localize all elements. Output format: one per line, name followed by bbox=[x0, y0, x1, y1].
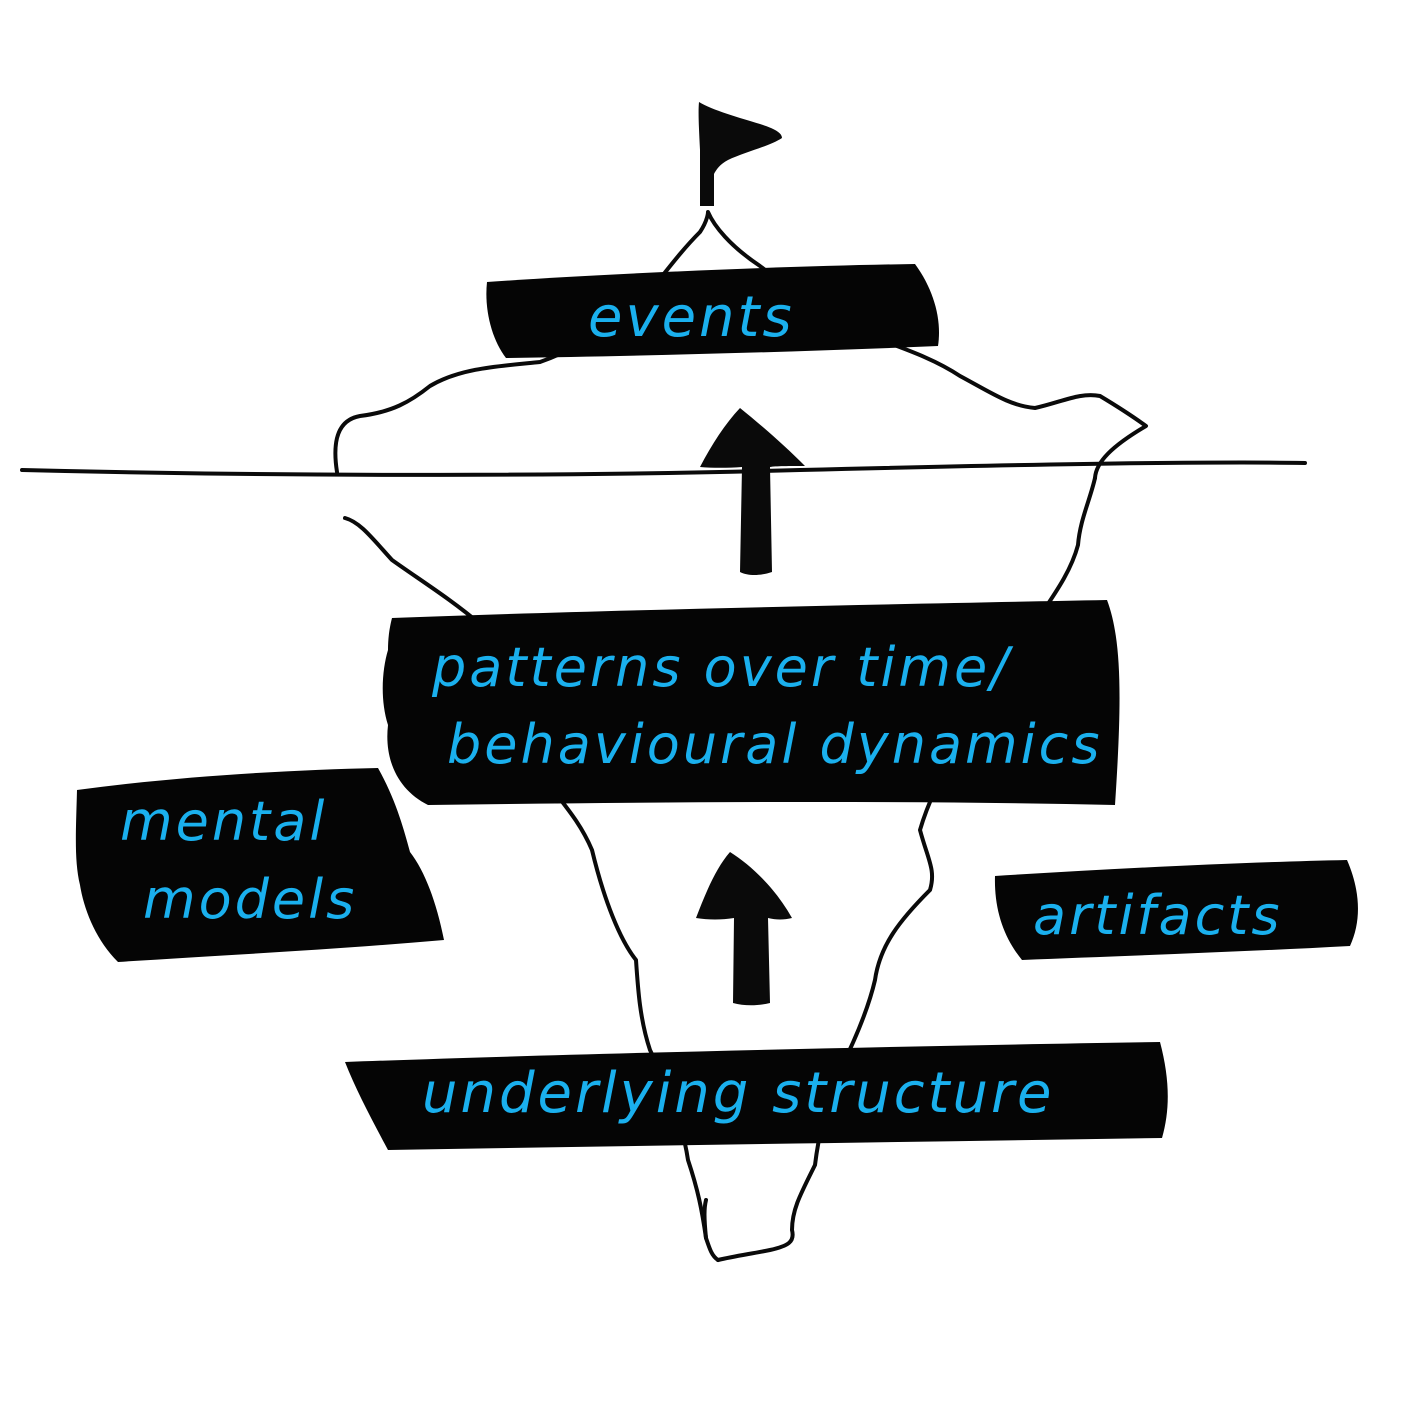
arrow-up-icon bbox=[700, 408, 805, 575]
structure-label-box bbox=[345, 1042, 1168, 1150]
flag-icon bbox=[698, 102, 782, 206]
mental-models-label-line1: mental bbox=[120, 790, 327, 853]
iceberg-bottom-notch bbox=[702, 1198, 708, 1240]
mental-models-label-line2: models bbox=[143, 868, 357, 931]
events-label-box bbox=[486, 264, 940, 358]
patterns-label-line1: patterns over time/ bbox=[431, 636, 1014, 699]
iceberg-tip-outline bbox=[333, 210, 1148, 480]
iceberg-underwater-left bbox=[343, 516, 720, 1262]
patterns-label-line2: behavioural dynamics bbox=[447, 713, 1102, 776]
patterns-label-box bbox=[382, 600, 1120, 805]
mental-models-label-box bbox=[75, 768, 444, 962]
artifacts-label-box bbox=[994, 860, 1358, 960]
artifacts-label: artifacts bbox=[1033, 884, 1283, 947]
events-label: events bbox=[588, 285, 795, 350]
structure-label: underlying structure bbox=[422, 1061, 1054, 1126]
arrow-up-icon bbox=[696, 852, 792, 1006]
waterline bbox=[20, 460, 1307, 477]
